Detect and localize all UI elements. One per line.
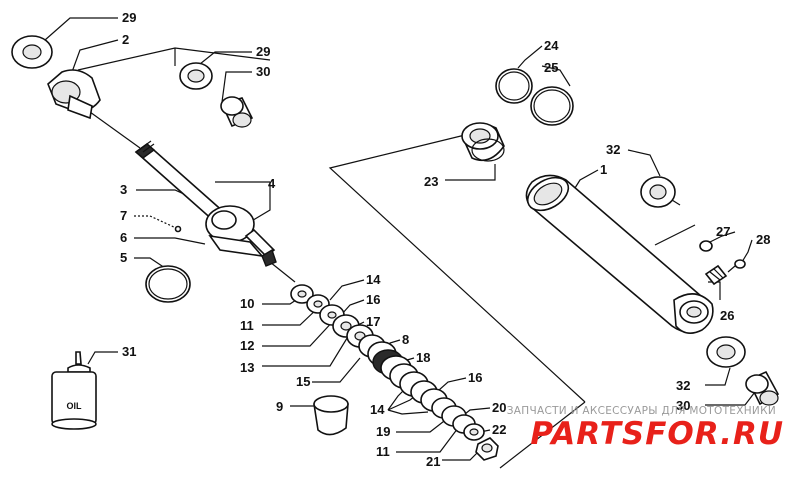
callout: 32 bbox=[676, 378, 690, 393]
part-24-o-ring bbox=[495, 68, 533, 104]
part-26-valve-fitting bbox=[704, 264, 728, 286]
callout: 4 bbox=[268, 176, 276, 191]
callout: 14 bbox=[366, 272, 381, 287]
callout: 13 bbox=[240, 360, 254, 375]
callout: 12 bbox=[240, 338, 254, 353]
callout: 6 bbox=[120, 230, 127, 245]
part-1-shock-body bbox=[525, 174, 714, 334]
callout-numbers: 29 2 29 30 3 4 7 6 5 10 11 12 13 14 16 1… bbox=[120, 10, 770, 469]
callout: 32 bbox=[606, 142, 620, 157]
watermark-tagline: ЗАПЧАСТИ И АКСЕССУАРЫ ДЛЯ МОТОТЕХНИКИ bbox=[507, 405, 776, 417]
callout: 31 bbox=[122, 344, 136, 359]
part-3-piston-rod bbox=[134, 140, 228, 224]
part-25-o-ring bbox=[530, 86, 574, 126]
leader-lines bbox=[44, 17, 759, 469]
callout: 28 bbox=[756, 232, 770, 247]
callout: 11 bbox=[376, 444, 390, 459]
callout: 19 bbox=[376, 424, 390, 439]
callout: 14 bbox=[370, 402, 385, 417]
valve-stack bbox=[290, 284, 485, 441]
callout: 30 bbox=[676, 398, 690, 413]
callout: 2 bbox=[122, 32, 129, 47]
callout: 29 bbox=[256, 44, 270, 59]
part-4-rod-guide bbox=[205, 205, 277, 267]
part-5-o-ring bbox=[145, 265, 191, 303]
part-29-bushing-top-left bbox=[11, 35, 53, 69]
callout: 7 bbox=[120, 208, 127, 223]
part-32-bushing-top bbox=[640, 176, 676, 208]
callout: 1 bbox=[600, 162, 607, 177]
callout: 22 bbox=[492, 422, 506, 437]
callout: 5 bbox=[120, 250, 127, 265]
part-7-small-pin bbox=[174, 225, 182, 233]
part-29-bushing-right bbox=[179, 62, 213, 90]
callout: 16 bbox=[468, 370, 482, 385]
callout: 15 bbox=[296, 374, 310, 389]
part-2-eyelet-top bbox=[47, 69, 101, 120]
callout: 24 bbox=[544, 38, 559, 53]
watermark-logo: PARTSFOR.RU bbox=[530, 416, 784, 452]
callout: 11 bbox=[240, 318, 254, 333]
part-30-sleeve-bottom bbox=[745, 370, 780, 406]
watermark: ЗАПЧАСТИ И АКСЕССУАРЫ ДЛЯ МОТОТЕХНИКИ PA… bbox=[507, 405, 784, 452]
callout: 29 bbox=[122, 10, 136, 25]
part-9-piston-band bbox=[313, 395, 349, 436]
callout: 21 bbox=[426, 454, 440, 469]
callout: 10 bbox=[240, 296, 254, 311]
part-32-bushing-bottom bbox=[706, 336, 746, 368]
callout: 20 bbox=[492, 400, 506, 415]
oil-bottle-label: OIL bbox=[67, 401, 83, 411]
callout: 9 bbox=[276, 399, 283, 414]
callout: 30 bbox=[256, 64, 270, 79]
callout: 25 bbox=[544, 60, 558, 75]
callout: 27 bbox=[716, 224, 730, 239]
part-27-cap bbox=[699, 240, 713, 252]
callout: 26 bbox=[720, 308, 734, 323]
part-30-sleeve bbox=[220, 96, 254, 128]
callout: 23 bbox=[424, 174, 438, 189]
part-23-reservoir-cap bbox=[461, 122, 505, 162]
part-31-oil-bottle: OIL bbox=[51, 351, 97, 430]
callout: 8 bbox=[402, 332, 409, 347]
part-21-nut bbox=[475, 437, 499, 461]
callout: 3 bbox=[120, 182, 127, 197]
part-28-screw bbox=[727, 259, 746, 273]
callout: 16 bbox=[366, 292, 380, 307]
callout: 17 bbox=[366, 314, 380, 329]
callout: 18 bbox=[416, 350, 430, 365]
